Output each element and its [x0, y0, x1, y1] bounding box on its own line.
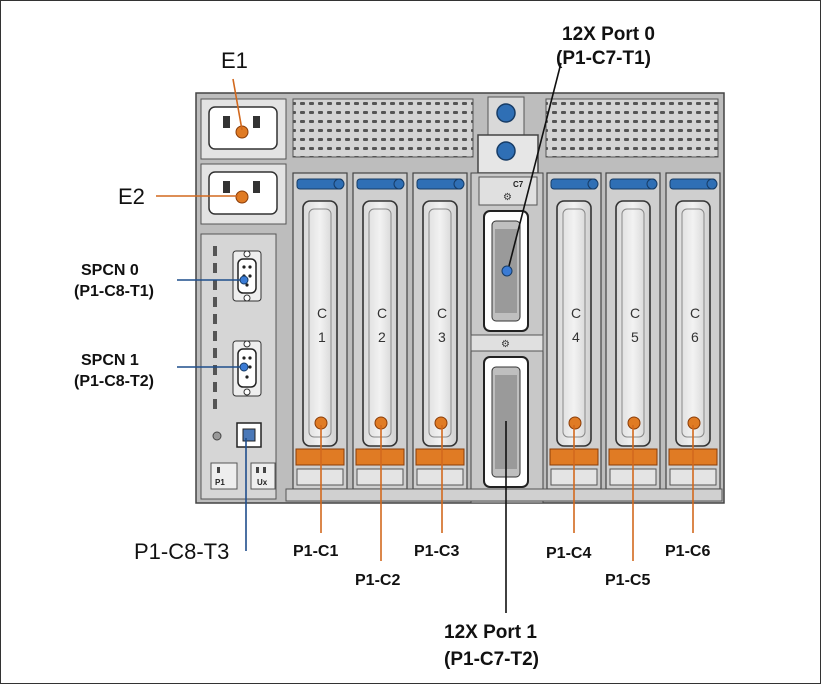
slot-marker [434, 416, 448, 430]
power-inlet-e2 [200, 163, 287, 225]
spcn0-marker [239, 275, 249, 285]
label-spcn0: SPCN 0 [81, 262, 139, 279]
label-p1-c8-t3: P1-C8-T3 [134, 539, 229, 564]
slot-marker [568, 416, 582, 430]
slot-letter: C [690, 305, 700, 321]
p1-tag-text: P1 [215, 478, 225, 487]
slot-number: 5 [631, 329, 639, 345]
label-spcn0-loc: (P1-C8-T1) [74, 283, 154, 300]
ux-tag-text: Ux [257, 478, 268, 487]
spcn1-marker [239, 362, 249, 372]
slot-letter: C [317, 305, 327, 321]
slot-number: 4 [572, 329, 580, 345]
label-port1: 12X Port 1 [444, 622, 537, 643]
slot-marker [627, 416, 641, 430]
slot-number: 2 [378, 329, 386, 345]
c7-settings-icon: ⚙ [503, 192, 512, 203]
label-port0-loc: (P1-C7-T1) [556, 48, 651, 69]
top-vent-left [292, 98, 474, 158]
ux-tag: Ux [250, 462, 276, 490]
label-e2: E2 [118, 184, 145, 209]
label-p1-c6: P1-C6 [665, 543, 710, 560]
c7-tag-text: C7 [513, 180, 524, 189]
slot-handle [415, 448, 465, 466]
pci-slot-c2: C2 [352, 172, 408, 490]
top-vent-right [545, 98, 719, 158]
label-p1-c4: P1-C4 [546, 545, 591, 562]
slot-letter: C [630, 305, 640, 321]
slot-letter: C [571, 305, 581, 321]
p1-tag: P1 [210, 462, 238, 490]
power-inlet-e1 [200, 98, 287, 160]
c7-mid-settings-icon: ⚙ [501, 339, 510, 350]
pci-slot-c1: C1 [292, 172, 348, 490]
slot-handle [295, 448, 345, 466]
label-p1-c2: P1-C2 [355, 572, 400, 589]
p1-c8-t3-port [236, 422, 262, 448]
bottom-rail [285, 488, 723, 502]
label-p1-c3: P1-C3 [414, 543, 459, 560]
slot-number: 1 [318, 329, 326, 345]
label-spcn1-loc: (P1-C8-T2) [74, 373, 154, 390]
slot-number: 6 [691, 329, 699, 345]
slot-letter: C [377, 305, 387, 321]
label-port0: 12X Port 0 [562, 24, 655, 45]
leader-lines [156, 62, 694, 613]
slot-letter: C [437, 305, 447, 321]
spcn-panel: P1 Ux [200, 233, 277, 500]
slot-marker [687, 416, 701, 430]
pci-slot-c3: C3 [412, 172, 468, 490]
port0-marker [501, 265, 513, 277]
label-port1-loc: (P1-C7-T2) [444, 649, 539, 670]
label-p1-c5: P1-C5 [605, 572, 650, 589]
label-spcn1: SPCN 1 [81, 352, 139, 369]
slot-handle [355, 448, 405, 466]
label-p1-c1: P1-C1 [293, 543, 338, 560]
label-e1: E1 [221, 48, 248, 73]
slot-number: 3 [438, 329, 446, 345]
c7-module: C7 ⚙ ⚙ [470, 96, 544, 504]
spcn0-port [232, 250, 262, 302]
